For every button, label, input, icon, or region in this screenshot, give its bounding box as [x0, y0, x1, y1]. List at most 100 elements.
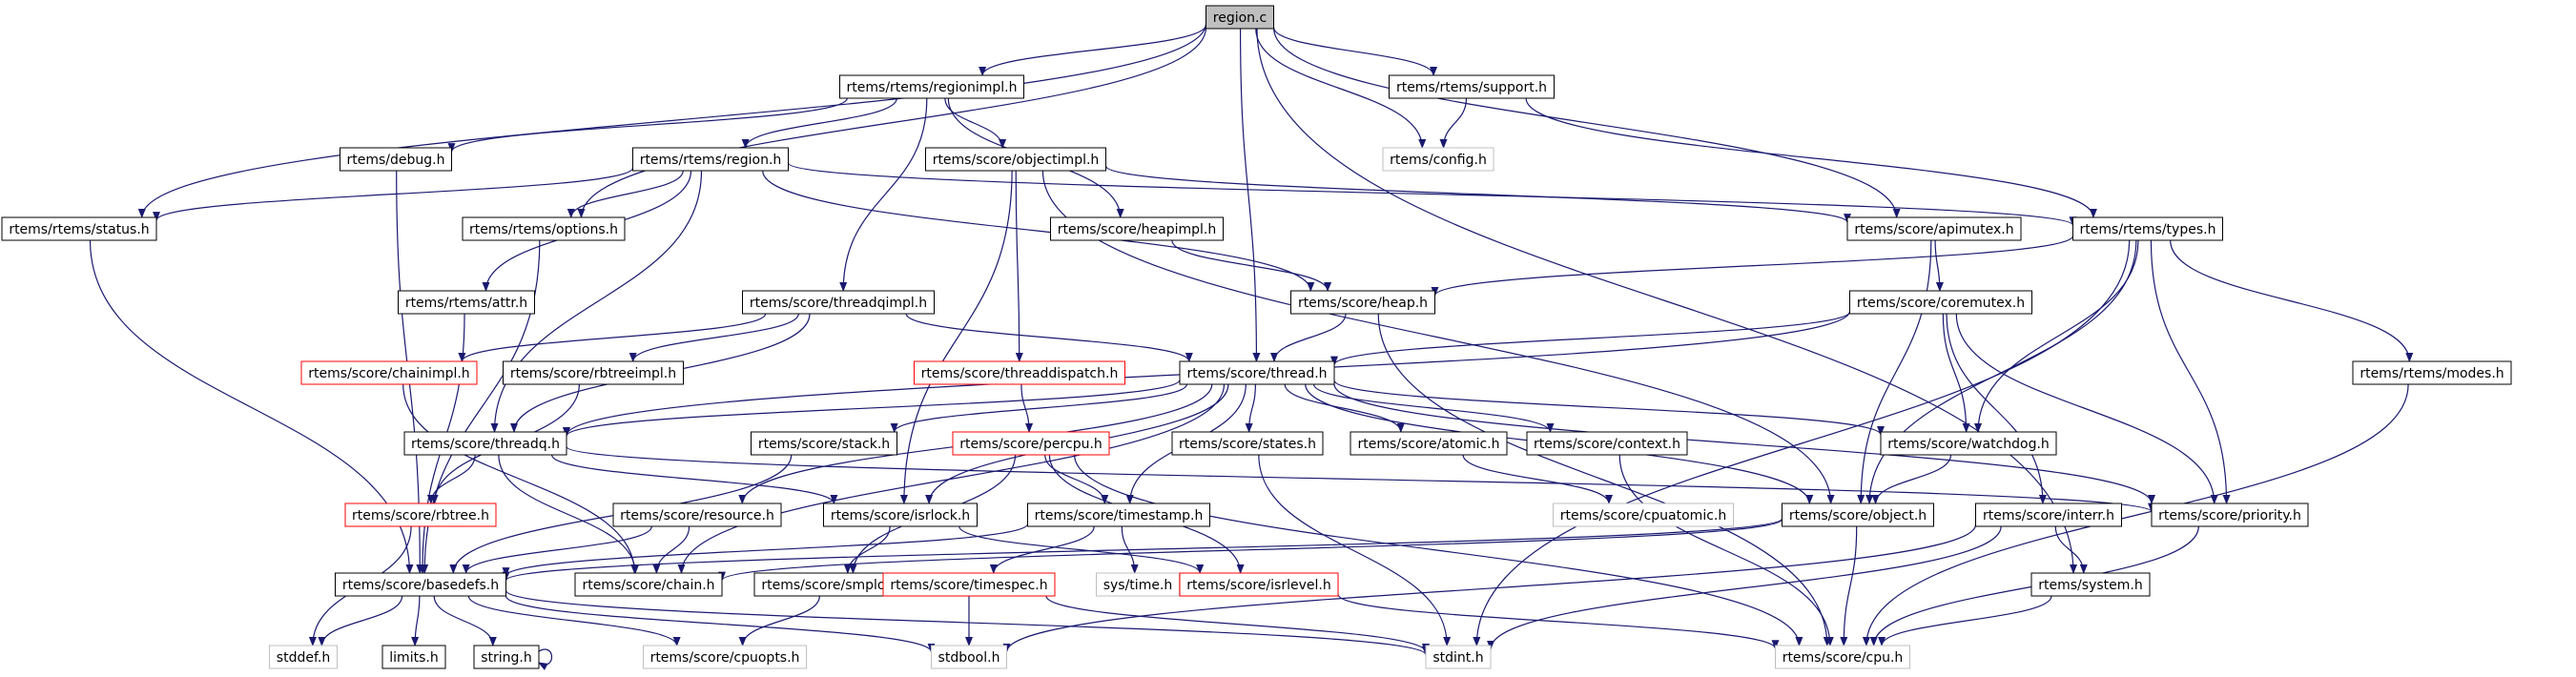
node-modes_h[interactable]: rtems/rtems/modes.h [2352, 360, 2512, 385]
node-label: rtems/score/stack.h [758, 437, 890, 452]
node-timestamp_h[interactable]: rtems/score/timestamp.h [1027, 503, 1210, 527]
node-chain_h[interactable]: rtems/score/chain.h [574, 572, 723, 597]
node-debug_h[interactable]: rtems/debug.h [340, 147, 452, 172]
node-box [1975, 503, 2122, 527]
node-system_h[interactable]: rtems/system.h [2030, 572, 2151, 597]
node-isrlevel_h[interactable]: rtems/score/isrlevel.h [1179, 572, 1339, 597]
node-label: rtems/score/object.h [1789, 508, 1927, 523]
node-threadq_h[interactable]: rtems/score/threadq.h [403, 431, 567, 456]
node-box [1, 216, 157, 241]
node-label: rtems/score/states.h [1179, 437, 1316, 452]
node-label: rtems/score/timespec.h [890, 578, 1047, 593]
node-heapimpl_h[interactable]: rtems/score/heapimpl.h [1050, 216, 1224, 241]
edge-isrlevel_h-to-cpu_h [1337, 594, 1780, 650]
edge-coremutex_h-to-interr_h [1946, 313, 2047, 504]
node-label: rtems/score/rbtree.h [352, 508, 489, 523]
node-watchdog_h[interactable]: rtems/score/watchdog.h [1880, 431, 2057, 456]
node-box [1425, 645, 1492, 669]
node-label: rtems/score/objectimpl.h [933, 153, 1100, 168]
node-box [632, 147, 789, 172]
node-priority_h[interactable]: rtems/score/priority.h [2151, 503, 2309, 527]
node-object_h[interactable]: rtems/score/object.h [1782, 503, 1934, 527]
node-box [300, 360, 478, 385]
node-threaddispatch_h[interactable]: rtems/score/threaddispatch.h [914, 360, 1125, 385]
node-thread_h[interactable]: rtems/score/thread.h [1179, 360, 1335, 385]
edge-region_h-to-types_h [787, 162, 2077, 227]
node-label: rtems/score/basedefs.h [342, 578, 499, 593]
edge-regionimpl_h-to-region_h [741, 97, 897, 149]
edge-region_c-to-thread_h [1239, 28, 1261, 362]
node-label: rtems/score/resource.h [620, 508, 774, 523]
node-options_h[interactable]: rtems/rtems/options.h [462, 216, 626, 241]
node-objectimpl_h[interactable]: rtems/score/objectimpl.h [925, 147, 1106, 172]
node-label: rtems/score/watchdog.h [1887, 437, 2050, 452]
edge-threadqimpl_h-to-chainimpl_h [458, 313, 767, 362]
edge-heap_h-to-cpu_h [1377, 313, 1831, 646]
node-stack_h[interactable]: rtems/score/stack.h [751, 431, 897, 456]
node-label: rtems/score/rbtreeimpl.h [510, 366, 676, 381]
node-label: rtems/score/thread.h [1186, 366, 1327, 381]
node-interr_h[interactable]: rtems/score/interr.h [1975, 503, 2122, 527]
node-box [1382, 147, 1494, 172]
edge-types_h-to-stdint_h [1473, 239, 2131, 646]
node-label: rtems/score/threadq.h [411, 437, 560, 452]
edge-region_c-to-apimutex_h [1272, 27, 1901, 218]
node-basedefs_h[interactable]: rtems/score/basedefs.h [335, 572, 506, 597]
edge-thread_h-to-watchdog_h [1333, 380, 1885, 436]
node-label: rtems/score/heapimpl.h [1058, 222, 1216, 237]
node-box [1179, 360, 1335, 385]
node-box [1849, 290, 2032, 315]
node-box [2352, 360, 2512, 385]
edge-threadq_h-to-priority_h [566, 445, 2155, 513]
node-threadqimpl_h[interactable]: rtems/score/threadqimpl.h [742, 290, 935, 315]
edge-threadq_h-to-isrlock_h [551, 454, 838, 504]
node-states_h[interactable]: rtems/score/states.h [1171, 431, 1324, 456]
node-timespec_h[interactable]: rtems/score/timespec.h [882, 572, 1056, 597]
node-context_h[interactable]: rtems/score/context.h [1526, 431, 1688, 456]
node-label: rtems/rtems/options.h [469, 222, 618, 237]
node-box [1846, 216, 2022, 241]
edge-regionimpl_h-to-threadqimpl_h [839, 97, 928, 292]
edge-region_c-to-status_h [137, 23, 1207, 218]
node-support_h[interactable]: rtems/rtems/support.h [1389, 74, 1555, 99]
edge-region_c-to-support_h [1272, 27, 1437, 76]
node-status_h[interactable]: rtems/rtems/status.h [1, 216, 157, 241]
node-stddef_h: stddef.h [269, 645, 338, 669]
node-box [1389, 74, 1555, 99]
node-types_h[interactable]: rtems/rtems/types.h [2072, 216, 2223, 241]
node-box [1096, 572, 1180, 597]
edge-coremutex_h-to-watchdog_h [1942, 313, 1970, 433]
node-box [1782, 503, 1934, 527]
node-apimutex_h[interactable]: rtems/score/apimutex.h [1846, 216, 2022, 241]
edges-layer [89, 23, 2414, 670]
node-resource_h[interactable]: rtems/score/resource.h [612, 503, 782, 527]
node-regionimpl_h[interactable]: rtems/rtems/regionimpl.h [839, 74, 1024, 99]
node-region_h[interactable]: rtems/rtems/region.h [632, 147, 789, 172]
node-attr_h[interactable]: rtems/rtems/attr.h [398, 290, 535, 315]
node-label: rtems/score/isrlevel.h [1186, 578, 1330, 593]
edge-basedefs_h-to-limits_h [411, 595, 421, 646]
node-rbtreeimpl_h[interactable]: rtems/score/rbtreeimpl.h [503, 360, 684, 385]
node-isrlock_h[interactable]: rtems/score/isrlock.h [823, 503, 978, 527]
node-label: rtems/score/apimutex.h [1854, 222, 2013, 237]
node-percpu_h[interactable]: rtems/score/percpu.h [952, 431, 1110, 456]
node-box [914, 360, 1125, 385]
node-heap_h[interactable]: rtems/score/heap.h [1290, 290, 1435, 315]
node-atomic_h[interactable]: rtems/score/atomic.h [1350, 431, 1508, 456]
edge-basedefs_h-to-stddef_h [318, 595, 403, 646]
edge-types_h-to-watchdog_h [1974, 239, 2139, 433]
node-limits_h[interactable]: limits.h [381, 645, 446, 669]
edge-region_h-to-status_h [153, 167, 634, 222]
node-coremutex_h[interactable]: rtems/score/coremutex.h [1849, 290, 2032, 315]
node-chainimpl_h[interactable]: rtems/score/chainimpl.h [300, 360, 478, 385]
edge-resource_h-to-chain_h [652, 525, 690, 574]
node-label: stdint.h [1432, 650, 1483, 666]
node-rbtree_h[interactable]: rtems/score/rbtree.h [344, 503, 497, 527]
node-label: sys/time.h [1103, 578, 1173, 593]
node-label: rtems/score/coremutex.h [1857, 296, 2025, 311]
edge-types_h-to-priority_h [2150, 239, 2231, 504]
edge-types_h-to-heap_h [1431, 235, 2074, 297]
node-label: rtems/rtems/support.h [1396, 80, 1547, 95]
node-string_h[interactable]: string.h [473, 645, 540, 669]
